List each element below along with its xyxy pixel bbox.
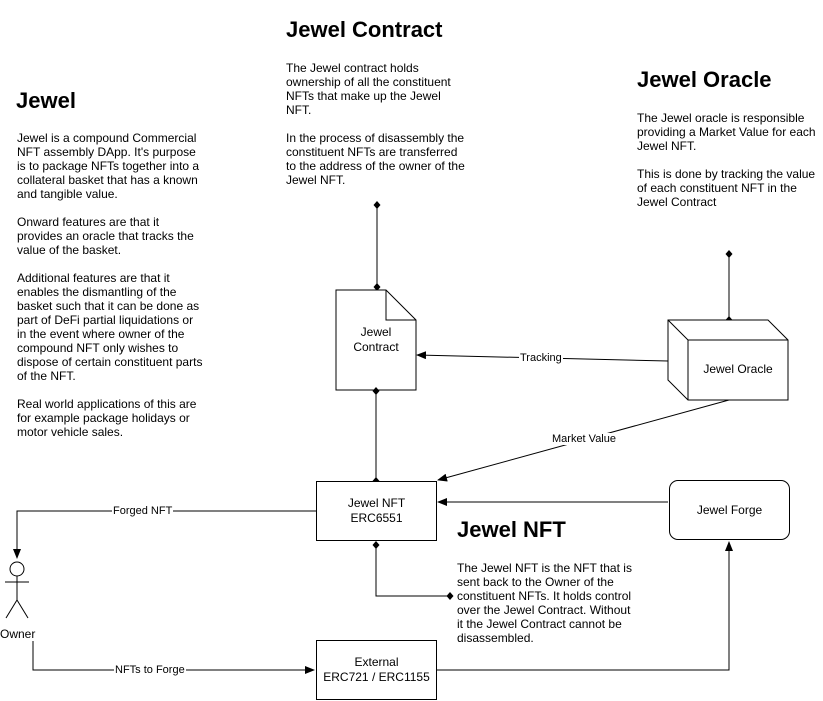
jewel-oracle-heading: Jewel Oracle xyxy=(637,67,772,92)
connector-diamond xyxy=(372,387,380,395)
connector-diamond xyxy=(373,201,381,209)
jewel-nft-description: The Jewel NFT is the NFT that is sent ba… xyxy=(457,561,639,645)
external-node-line1: External xyxy=(354,655,399,669)
connector-diamond xyxy=(373,283,381,291)
jewel-nft-heading: Jewel NFT xyxy=(457,517,566,542)
jewel-paragraph: Jewel is a compound Commercial NFT assem… xyxy=(17,131,200,201)
jewel-contract-heading: Jewel Contract xyxy=(286,17,443,42)
connector-diamond xyxy=(725,250,733,258)
contract-paragraph: The Jewel contract holds ownership of al… xyxy=(286,61,451,117)
nft-note-connector xyxy=(372,541,454,600)
contract-note-connector xyxy=(373,201,381,291)
jewel-forge-node[interactable]: Jewel Forge xyxy=(669,480,790,540)
jewel-heading: Jewel xyxy=(16,88,76,113)
jewel-nft-node-line1: Jewel NFT xyxy=(347,496,406,510)
forged-nft-arrow xyxy=(13,510,316,559)
external-nft-node[interactable]: External ERC721 / ERC1155 xyxy=(316,640,437,700)
connector-diamond xyxy=(372,541,380,549)
jewel-oracle-cube-shape[interactable] xyxy=(667,319,789,401)
external-to-forge-arrow xyxy=(437,541,733,671)
jewel-nft-node[interactable]: Jewel NFT ERC6551 xyxy=(316,481,437,541)
jewel-oracle-description: The Jewel oracle is responsible providin… xyxy=(637,111,819,209)
jewel-description: Jewel is a compound Commercial NFT assem… xyxy=(17,131,203,439)
jewel-paragraph: Additional features are that it enables … xyxy=(17,271,203,383)
jewel-contract-description: The Jewel contract holds ownership of al… xyxy=(286,61,468,187)
connector-diamond xyxy=(446,592,454,600)
contract-nft-connector xyxy=(372,387,380,485)
oracle-note-connector xyxy=(725,250,733,324)
market-value-edge-label: Market Value xyxy=(551,433,617,445)
jewel-forge-node-label: Jewel Forge xyxy=(696,502,763,517)
jewel-oracle-node-label: Jewel Oracle xyxy=(703,362,773,376)
owner-actor-figure[interactable] xyxy=(5,561,29,619)
nft-paragraph: The Jewel NFT is the NFT that is sent ba… xyxy=(457,561,632,645)
jewel-nft-node-line2: ERC6551 xyxy=(350,511,403,525)
jewel-paragraph: Onward features are that it provides an … xyxy=(17,215,194,257)
forged-nft-edge-label: Forged NFT xyxy=(112,505,174,517)
owner-label: Owner xyxy=(0,627,36,641)
jewel-contract-node-line1: Jewel xyxy=(360,325,392,339)
nfts-to-forge-arrow xyxy=(32,640,315,674)
oracle-paragraph: This is done by tracking the value of ea… xyxy=(637,167,816,209)
external-node-line2: ERC721 / ERC1155 xyxy=(323,670,430,684)
jewel-contract-node-line2: Contract xyxy=(353,340,399,354)
jewel-contract-node-label: Jewel Contract xyxy=(336,325,416,355)
tracking-edge-label: Tracking xyxy=(519,352,563,364)
jewel-contract-document-shape[interactable] xyxy=(335,289,417,391)
contract-paragraph: In the process of disassembly the consti… xyxy=(286,131,465,187)
document-fold xyxy=(385,290,416,321)
oracle-paragraph: The Jewel oracle is responsible providin… xyxy=(637,111,816,153)
nfts-to-forge-edge-label: NFTs to Forge xyxy=(114,664,186,676)
jewel-paragraph: Real world applications of this are for … xyxy=(17,397,197,439)
